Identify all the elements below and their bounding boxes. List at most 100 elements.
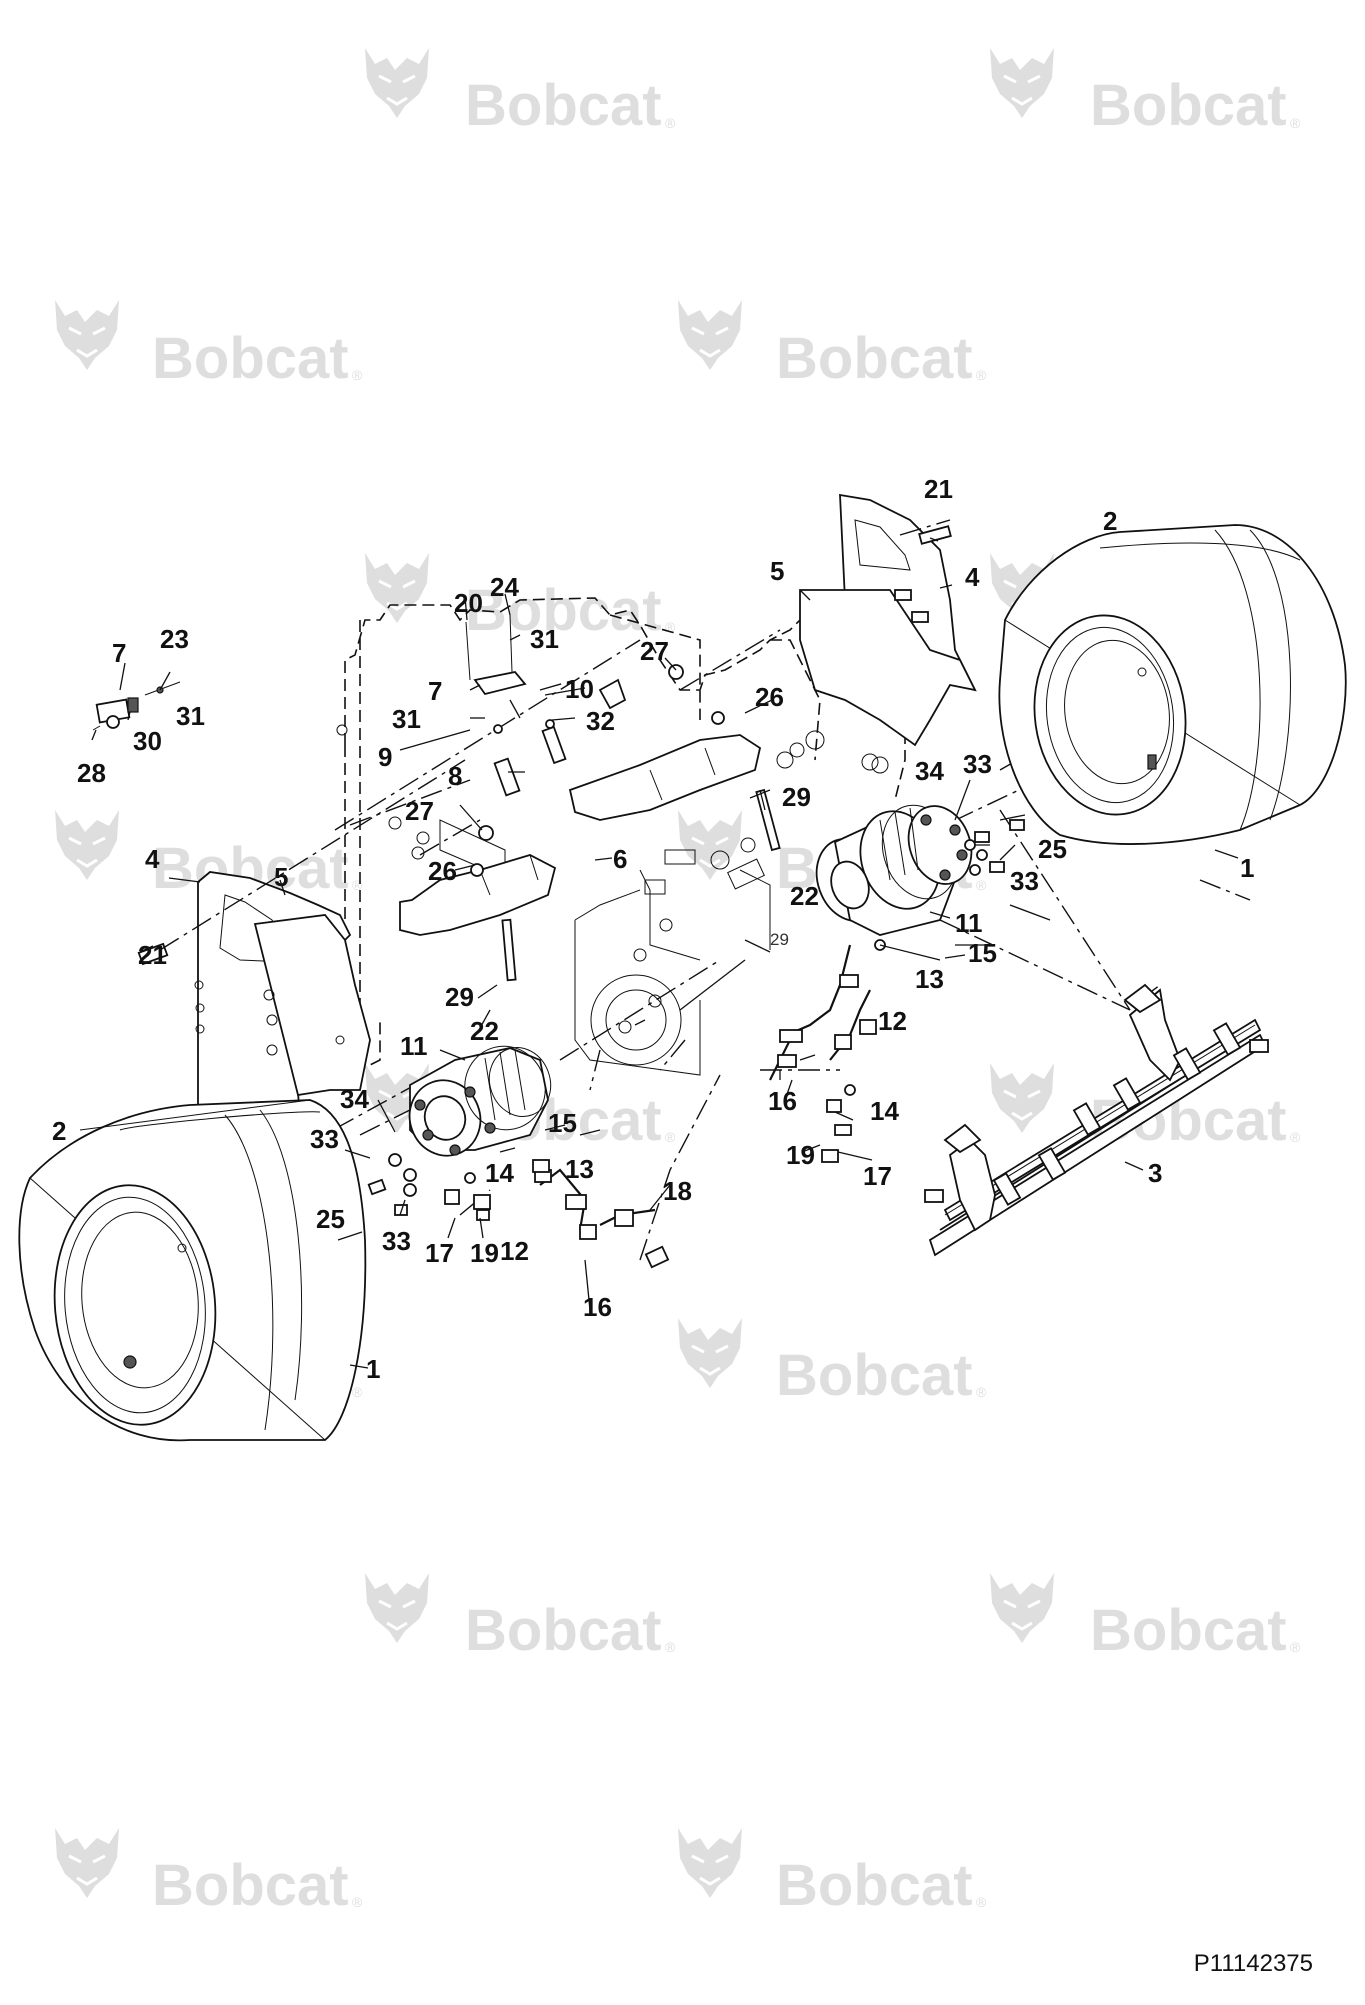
callout-4: 4 — [145, 844, 160, 874]
callout-20: 20 — [454, 588, 483, 618]
callout-13: 13 — [915, 964, 944, 994]
callout-19: 19 — [786, 1140, 815, 1170]
watermark-reg: ® — [1290, 1639, 1301, 1655]
watermark-reg: ® — [976, 1384, 987, 1400]
watermark-text: Bobcat — [1090, 73, 1287, 138]
watermark-reg: ® — [352, 367, 363, 383]
callout-33: 33 — [310, 1124, 339, 1154]
bobcat-logo-icon — [988, 1061, 1056, 1135]
right-brace-assembly — [799, 493, 977, 747]
callout-11: 11 — [400, 1031, 428, 1061]
watermark-text: Bobcat — [776, 326, 973, 391]
callout-5: 5 — [770, 556, 784, 586]
bobcat-logo-icon — [363, 1571, 431, 1645]
left-brace-assembly — [137, 871, 371, 1150]
bobcat-logo-icon — [53, 1826, 121, 1900]
bobcat-logo-icon — [988, 46, 1056, 120]
bobcat-logo-icon — [363, 46, 431, 120]
callout-26: 26 — [428, 856, 457, 886]
callout-2: 2 — [52, 1116, 66, 1146]
callout-12: 12 — [500, 1236, 529, 1266]
bobcat-logo-icon — [676, 1316, 744, 1390]
callout-6: 6 — [613, 844, 627, 874]
callout-17: 17 — [863, 1161, 892, 1191]
callout-27: 27 — [405, 796, 434, 826]
callout-29: 29 — [782, 782, 811, 812]
bobcat-logo-icon — [363, 551, 431, 625]
watermark-reg: ® — [976, 1894, 987, 1910]
watermark-text: Bobcat — [152, 326, 349, 391]
callout-30: 30 — [133, 726, 162, 756]
bobcat-logo-icon — [676, 298, 744, 372]
callout-16: 16 — [768, 1086, 797, 1116]
watermark-text: Bobcat — [776, 1853, 973, 1918]
watermark-reg: ® — [665, 1129, 676, 1145]
callout-26: 26 — [755, 682, 784, 712]
callout-17: 17 — [425, 1238, 454, 1268]
callout-18: 18 — [663, 1176, 692, 1206]
motor-right — [815, 804, 973, 936]
callout-5: 5 — [274, 862, 288, 892]
watermark-text: Bobcat — [776, 1343, 973, 1408]
callout-12: 12 — [878, 1006, 907, 1036]
callout-33: 33 — [382, 1226, 411, 1256]
callout-14: 14 — [485, 1158, 514, 1188]
callout-22: 22 — [470, 1016, 499, 1046]
callout-1: 1 — [1240, 853, 1254, 883]
callout-16: 16 — [583, 1292, 612, 1322]
watermark-reg: ® — [352, 1894, 363, 1910]
callout-34: 34 — [340, 1084, 369, 1114]
bobcat-logo-icon — [988, 1571, 1056, 1645]
callout-2: 2 — [1103, 506, 1117, 536]
tire-left — [18, 1099, 367, 1442]
callout-33: 33 — [963, 749, 992, 779]
watermark-text: Bobcat — [465, 1598, 662, 1663]
watermark-text: Bobcat — [152, 1853, 349, 1918]
bobcat-logo-icon — [53, 298, 121, 372]
callout-32: 32 — [586, 706, 615, 736]
callout-15: 15 — [548, 1108, 577, 1138]
callout-29: 29 — [770, 930, 789, 949]
document-number: P11142375 — [1193, 1950, 1313, 1977]
callout-1: 1 — [366, 1354, 380, 1384]
callout-25: 25 — [1038, 834, 1067, 864]
bobcat-logo-icon — [53, 808, 121, 882]
tire-right — [998, 524, 1347, 845]
callout-31: 31 — [530, 624, 559, 654]
callout-25: 25 — [316, 1204, 345, 1234]
callout-22: 22 — [790, 881, 819, 911]
callout-labels: 1 1 2 2 3 4 4 5 5 6 7 7 8 9 10 11 11 12 … — [52, 474, 1254, 1384]
watermark-reg: ® — [1290, 1129, 1301, 1145]
callout-9: 9 — [378, 742, 392, 772]
watermark-text: Bobcat — [1090, 1598, 1287, 1663]
callout-21: 21 — [924, 474, 953, 504]
motor-left — [408, 1045, 552, 1157]
watermark-text: Bobcat — [465, 73, 662, 138]
callout-29: 29 — [445, 982, 474, 1012]
callout-7: 7 — [112, 638, 126, 668]
callout-24: 24 — [490, 572, 519, 602]
fitting-group — [92, 681, 181, 731]
callout-23: 23 — [160, 624, 189, 654]
watermark-reg: ® — [665, 1639, 676, 1655]
callout-14: 14 — [870, 1096, 899, 1126]
callout-31: 31 — [176, 701, 205, 731]
watermark-text: Bobcat — [465, 578, 662, 643]
callout-28: 28 — [77, 758, 106, 788]
watermark-reg: ® — [976, 367, 987, 383]
callout-11: 11 — [955, 908, 983, 938]
watermark-reg: ® — [665, 619, 676, 635]
watermark-reg: ® — [352, 877, 363, 893]
rail-assembly — [924, 983, 1269, 1257]
callout-34: 34 — [915, 756, 944, 786]
bobcat-logo-icon — [676, 1826, 744, 1900]
watermark-reg: ® — [665, 115, 676, 131]
watermark-reg: ® — [976, 877, 987, 893]
callout-10: 10 — [565, 674, 594, 704]
watermark-reg: ® — [1290, 115, 1301, 131]
bobcat-logo-icon — [676, 808, 744, 882]
hose-assembly — [367, 819, 1025, 1269]
callout-7: 7 — [428, 676, 442, 706]
